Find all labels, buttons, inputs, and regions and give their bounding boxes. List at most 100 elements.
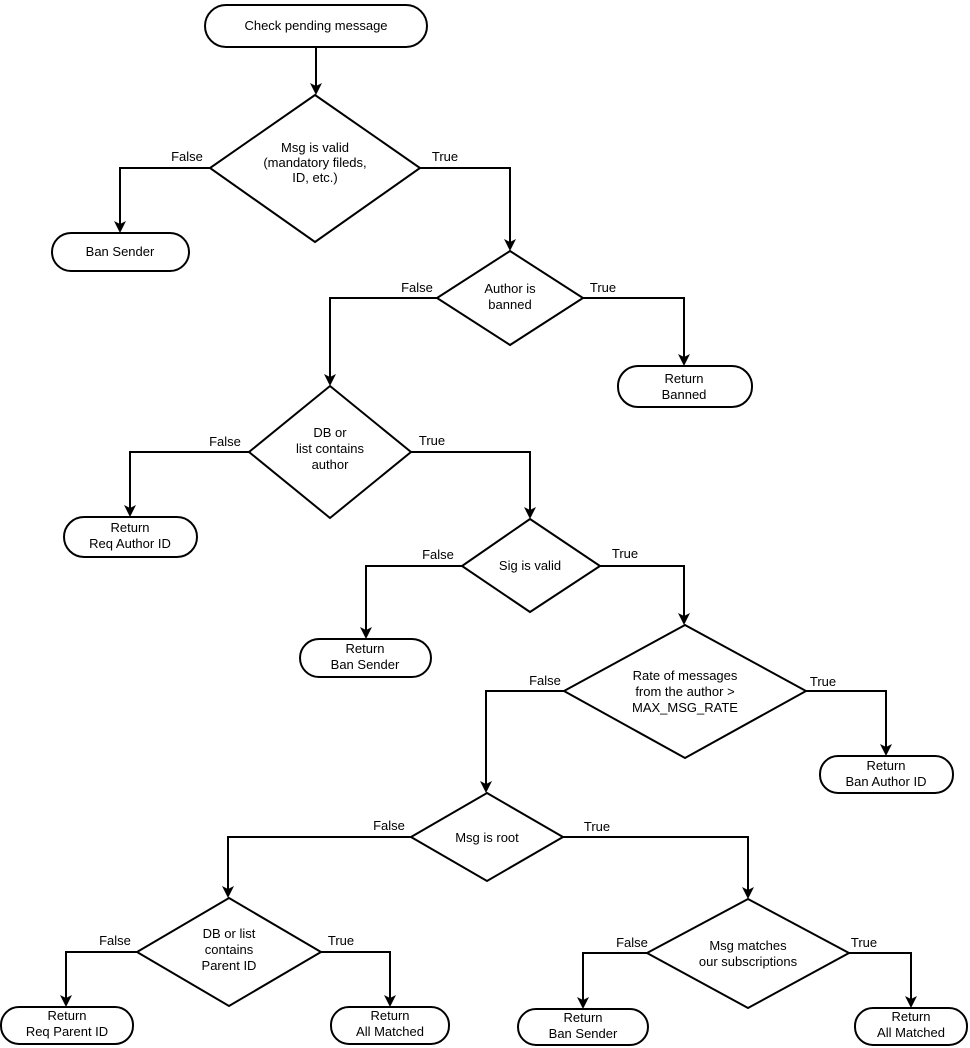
- edge-label-true: True: [328, 933, 354, 948]
- edge-label-true: True: [612, 546, 638, 561]
- node-db-list-contains-parent-id: DB or list contains Parent ID: [135, 896, 323, 1008]
- node-label: All Matched: [356, 1024, 424, 1039]
- edge-label-false: False: [171, 149, 203, 164]
- node-author-banned: Author is banned: [435, 249, 585, 347]
- node-msg-is-root: Msg is root: [409, 791, 565, 883]
- node-label: Return: [47, 1008, 86, 1023]
- node-label: MAX_MSG_RATE: [632, 700, 738, 715]
- edge-label-true: True: [432, 149, 458, 164]
- node-label: Return: [563, 1010, 602, 1025]
- node-label: Author is: [484, 281, 536, 296]
- node-label: Return: [664, 371, 703, 386]
- node-return-ban-sender: Return Ban Sender: [299, 638, 432, 678]
- edge-label-true: True: [810, 674, 836, 689]
- node-label: Return: [110, 520, 149, 535]
- node-return-req-parent-id: Return Req Parent ID: [0, 1006, 134, 1045]
- node-label: Msg matches: [709, 938, 787, 953]
- terminator-shape: [51, 232, 190, 272]
- edge-db-contains-author-to-return-req-author-id: [124, 451, 249, 517]
- node-label: Parent ID: [202, 958, 257, 973]
- node-label: Msg is valid: [281, 140, 349, 155]
- node-return-all-matched-right: Return All Matched: [854, 1007, 968, 1046]
- edge-rate-exceeds-to-msg-is-root: [480, 690, 564, 793]
- node-label: Return: [891, 1009, 930, 1024]
- node-label: Banned: [662, 387, 707, 402]
- edge-sig-valid-to-rate-exceeds: [600, 565, 690, 625]
- node-return-ban-sender-bottom: Return Ban Sender: [517, 1008, 649, 1046]
- node-return-all-matched-left: Return All Matched: [330, 1006, 450, 1045]
- edge-label-false: False: [422, 547, 454, 562]
- node-label: Return: [345, 641, 384, 656]
- edge-msg-matches-subs-to-return-ban-sender-bottom: [577, 952, 647, 1009]
- edge-msg-is-root-to-msg-matches-subs: [563, 836, 754, 899]
- node-return-req-author-id: Return Req Author ID: [63, 516, 198, 558]
- node-db-list-contains-author: DB or list contains author: [247, 384, 413, 520]
- edge-msg-is-root-to-db-contains-parent: [222, 836, 411, 898]
- node-label: All Matched: [877, 1025, 945, 1040]
- terminator-shape: [63, 516, 198, 558]
- decision-shape: [561, 623, 809, 760]
- decision-shape: [247, 384, 413, 520]
- node-label: Ban Sender: [86, 244, 155, 259]
- edge-author-banned-to-db-contains-author: [324, 297, 437, 386]
- node-ban-sender: Ban Sender: [51, 232, 190, 272]
- node-label: our subscriptions: [699, 954, 798, 969]
- node-label: Msg is root: [455, 830, 519, 845]
- node-label: contains: [205, 942, 254, 957]
- node-label: Sig is valid: [499, 558, 561, 573]
- terminator-shape: [204, 4, 428, 48]
- edge-author-banned-to-return-banned: [583, 297, 690, 366]
- decision-shape: [208, 93, 422, 244]
- node-label: Ban Sender: [549, 1026, 618, 1041]
- edge-label-true: True: [584, 819, 610, 834]
- decision-shape: [435, 249, 585, 347]
- node-label: Ban Sender: [331, 657, 400, 672]
- terminator-shape: [819, 755, 954, 794]
- terminator-shape: [0, 1006, 134, 1045]
- node-label: Ban Author ID: [846, 774, 927, 789]
- edge-label-false: False: [401, 280, 433, 295]
- node-label: banned: [488, 297, 531, 312]
- edge-sig-valid-to-return-ban-sender: [360, 565, 462, 639]
- edge-label-false: False: [373, 818, 405, 833]
- node-rate-exceeds-max: Rate of messages from the author > MAX_M…: [561, 623, 809, 760]
- edge-label-false: False: [616, 935, 648, 950]
- edge-msg-valid-to-author-banned: [420, 167, 516, 251]
- edge-msg-valid-to-ban-sender: [114, 167, 210, 233]
- edge-msg-matches-subs-to-return-all-matched-right: [849, 952, 917, 1008]
- edge-db-contains-author-to-sig-valid: [411, 451, 536, 519]
- node-label: from the author >: [635, 684, 734, 699]
- node-label: Return: [866, 758, 905, 773]
- edge-label-false: False: [99, 933, 131, 948]
- edge-rate-exceeds-to-return-ban-author-id: [806, 690, 892, 756]
- node-label: Return: [370, 1008, 409, 1023]
- node-label: DB or list: [203, 926, 256, 941]
- node-label: list contains: [296, 441, 364, 456]
- edge-label-false: False: [529, 673, 561, 688]
- node-return-banned: Return Banned: [617, 365, 753, 408]
- node-label: Rate of messages: [633, 668, 738, 683]
- node-label: (mandatory fileds,: [263, 155, 366, 170]
- edge-db-contains-parent-to-return-req-parent-id: [60, 951, 137, 1007]
- edge-label-false: False: [209, 434, 241, 449]
- node-label: ID, etc.): [292, 170, 338, 185]
- edge-label-true: True: [419, 433, 445, 448]
- terminator-shape: [617, 365, 753, 408]
- node-msg-valid: Msg is valid (mandatory fileds, ID, etc.…: [208, 93, 422, 244]
- node-label: author: [312, 457, 350, 472]
- node-return-ban-author-id: Return Ban Author ID: [819, 755, 954, 794]
- node-sig-valid: Sig is valid: [460, 517, 602, 614]
- edge-label-true: True: [851, 935, 877, 950]
- node-label: Req Author ID: [89, 536, 171, 551]
- node-label: Req Parent ID: [26, 1024, 108, 1039]
- terminator-shape: [517, 1008, 649, 1046]
- edge-label-true: True: [590, 280, 616, 295]
- edge-db-contains-parent-to-return-all-matched-left: [321, 951, 396, 1007]
- node-label: DB or: [313, 425, 347, 440]
- node-msg-matches-subscriptions: Msg matches our subscriptions: [644, 897, 852, 1010]
- decision-shape: [409, 791, 565, 883]
- node-label: Check pending message: [244, 18, 387, 33]
- decision-shape: [460, 517, 602, 614]
